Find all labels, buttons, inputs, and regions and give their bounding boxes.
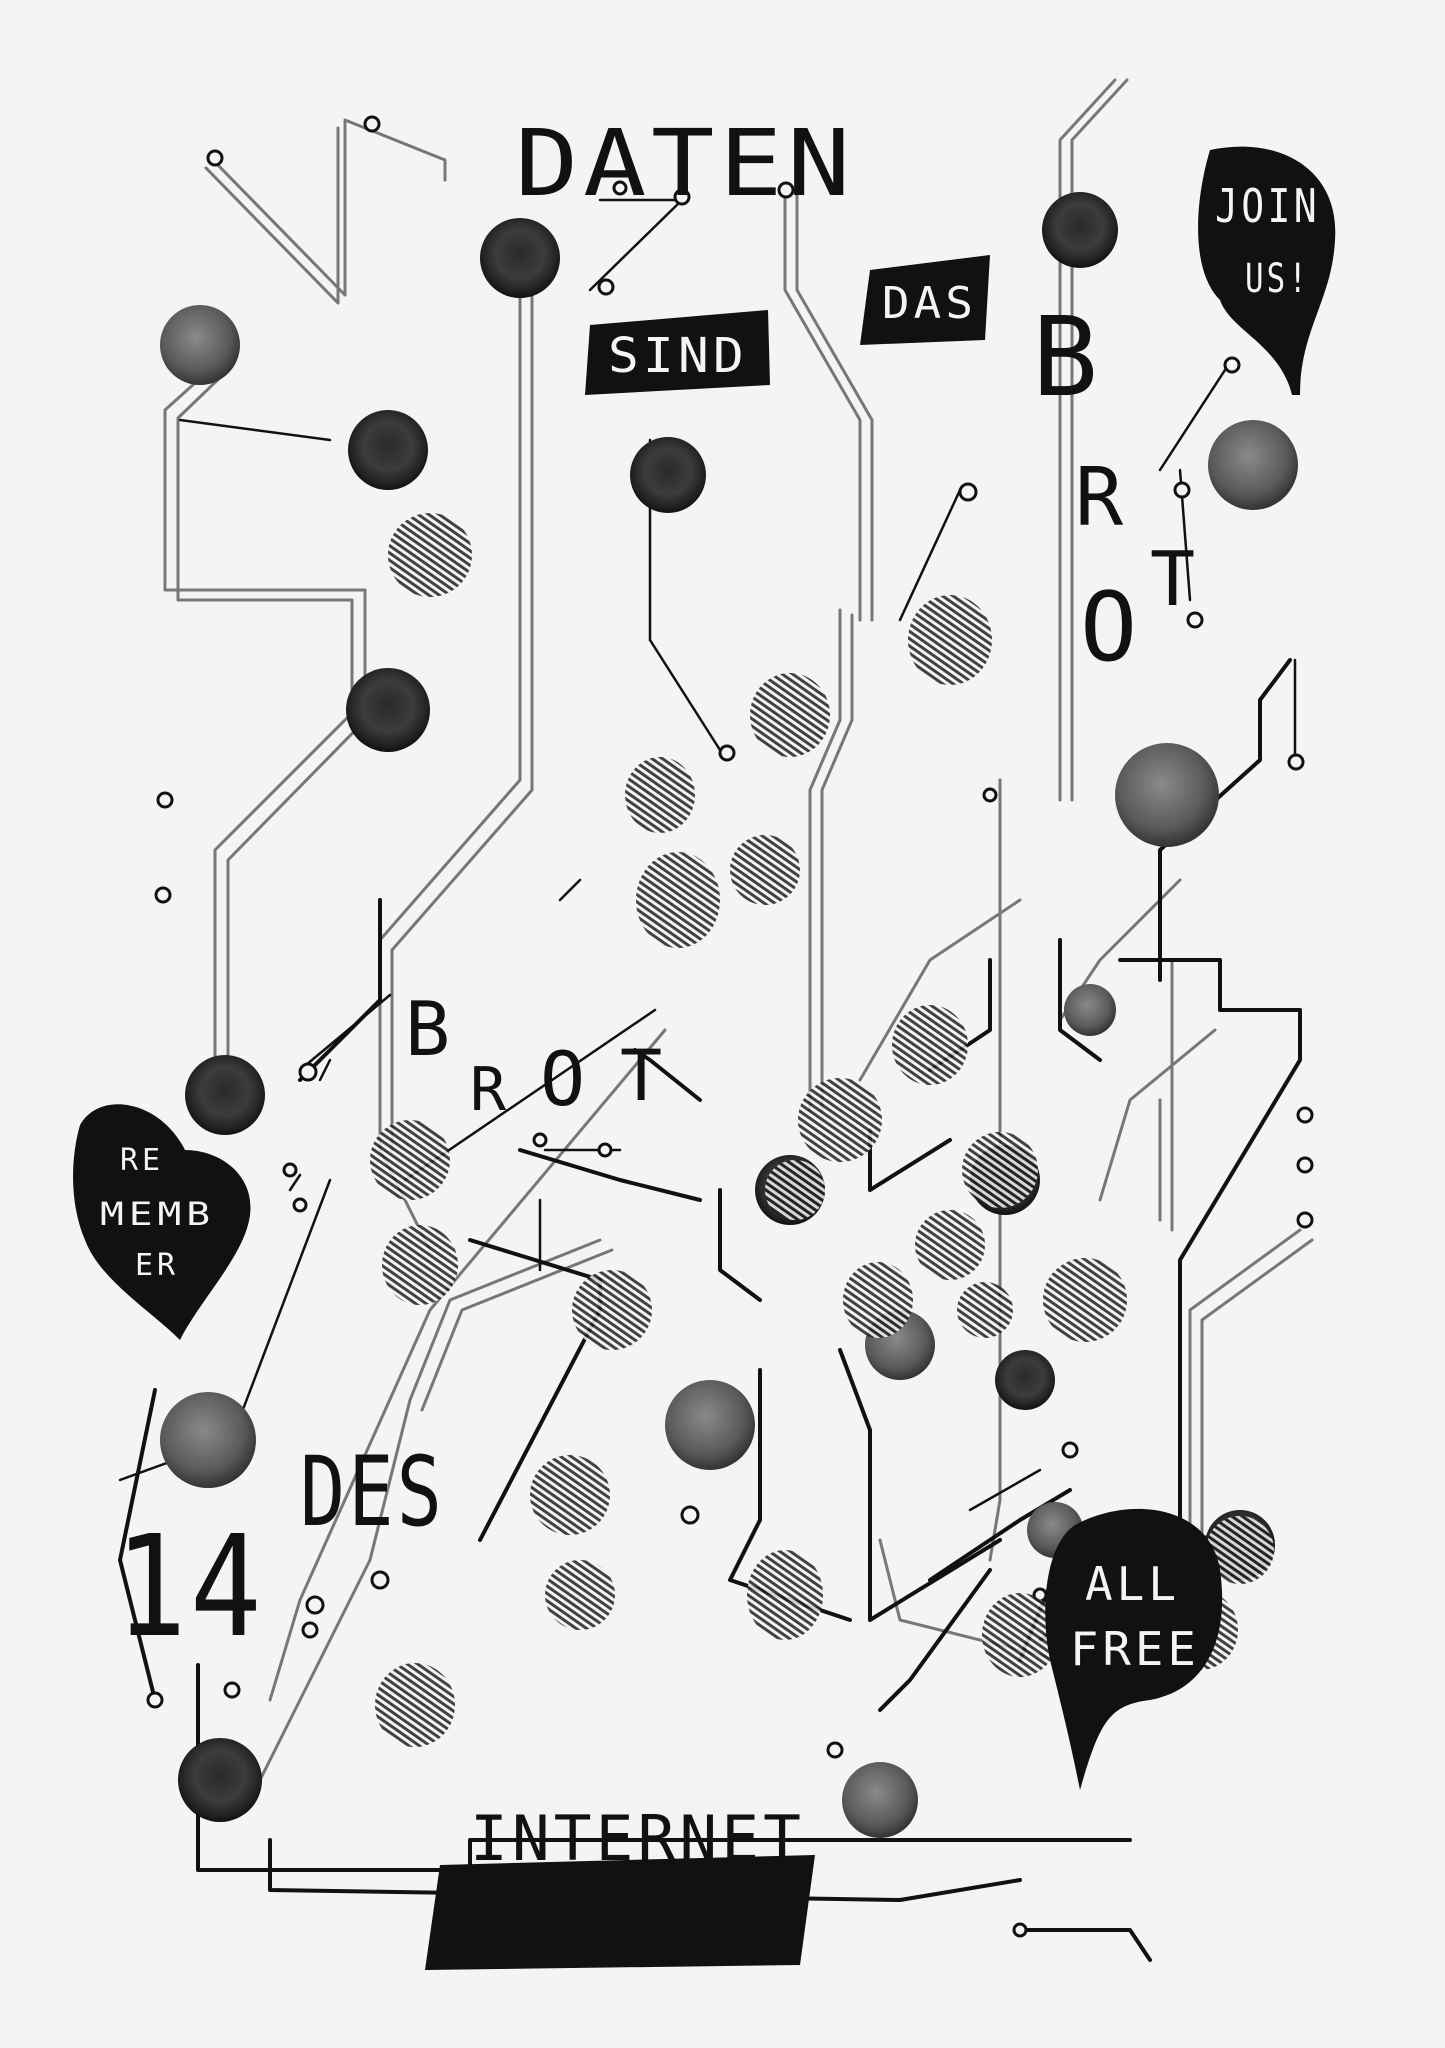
internet-label: INTERNET	[425, 1802, 815, 1970]
join-us-bubble: JOIN US!	[1198, 146, 1336, 395]
date-label: DES	[300, 1436, 445, 1548]
brot-middle: B R O T	[405, 985, 666, 1125]
headline-daten: DATEN	[515, 110, 855, 217]
internet-text: INTERNET	[470, 1802, 805, 1875]
remember-line1: RE	[120, 1143, 164, 1178]
brot-letter-o: O	[1080, 573, 1141, 683]
brot-letter-t: T	[1150, 535, 1199, 623]
brot-letter-b: B	[1032, 293, 1102, 421]
connector-lines	[118, 198, 1297, 1552]
brot-mid-t: T	[620, 1035, 666, 1117]
brot-mid-b: B	[405, 985, 454, 1073]
remember-line3: ER	[135, 1248, 179, 1283]
remember-bubble: RE MEMB ER	[73, 1104, 251, 1340]
brot-mid-o: O	[540, 1035, 589, 1123]
terminal-nodes	[146, 115, 1314, 1938]
join-text: JOIN	[1215, 179, 1320, 233]
fingerprint-blobs	[370, 513, 1274, 1747]
das-label: DAS	[860, 255, 990, 345]
remember-line2: MEMB	[100, 1195, 215, 1233]
brot-mid-r: R	[470, 1055, 510, 1125]
all-text: ALL	[1085, 1557, 1180, 1611]
brot-letter-r: R	[1075, 451, 1127, 544]
das-text: DAS	[882, 278, 977, 329]
all-free-bubble: ALL FREE	[1045, 1508, 1223, 1790]
sind-label: SIND	[585, 310, 770, 395]
us-text: US!	[1245, 256, 1310, 302]
circuit-traces	[163, 78, 1314, 1802]
free-text: FREE	[1070, 1622, 1200, 1676]
sind-text: SIND	[608, 328, 748, 384]
date-day: 14	[115, 1506, 265, 1669]
brot-vertical: B R O T	[1032, 293, 1199, 683]
